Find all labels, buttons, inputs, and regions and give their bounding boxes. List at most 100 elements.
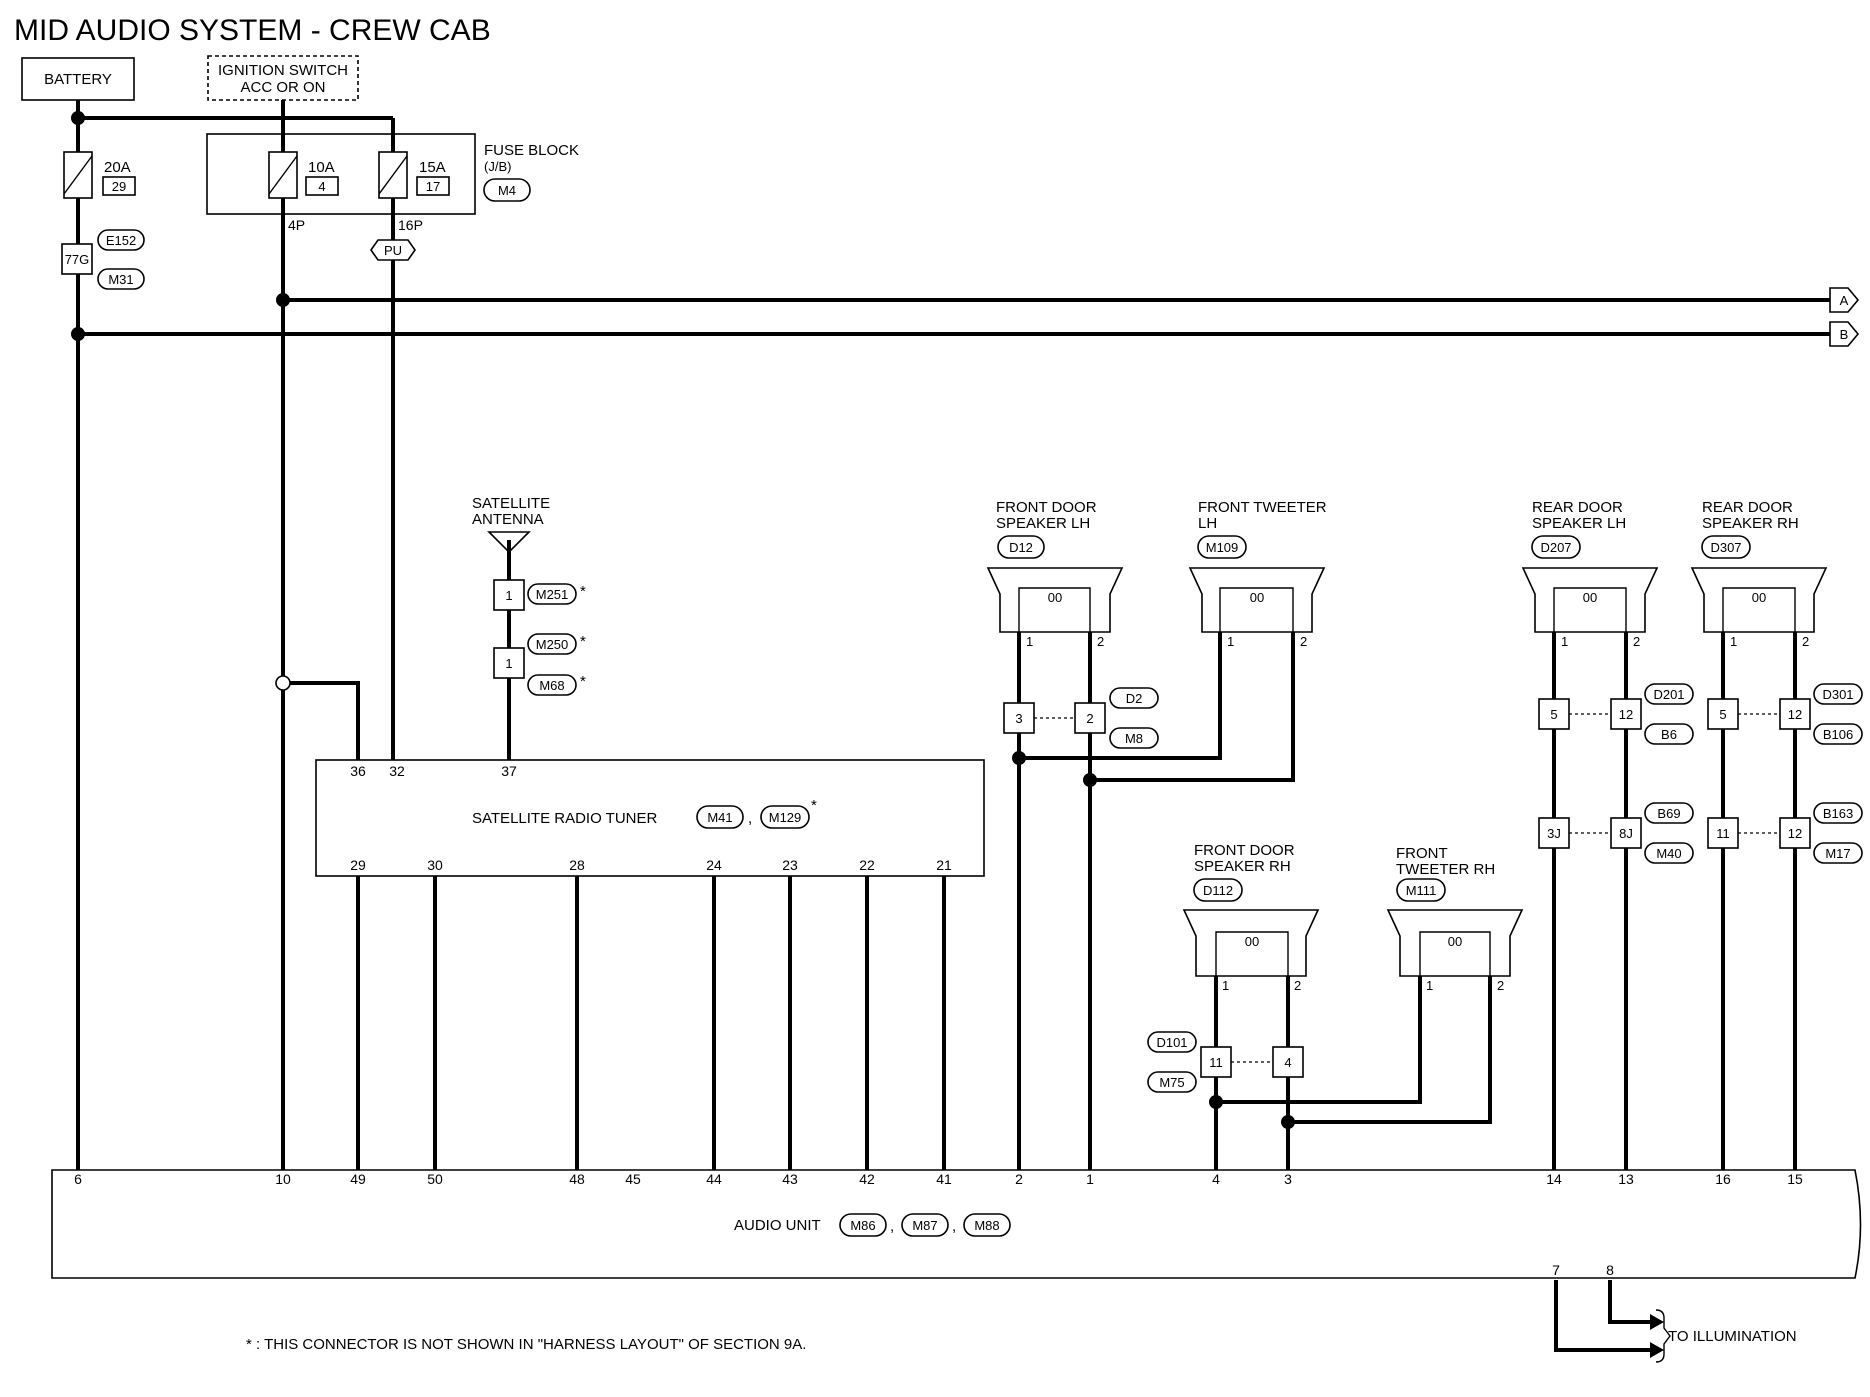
page-title: MID AUDIO SYSTEM - CREW CAB (14, 14, 491, 47)
audio-unit-pins: 6 10 49 50 48 45 44 43 42 41 2 1 4 3 14 … (74, 1171, 1803, 1187)
audio-pin-44: 44 (706, 1171, 722, 1187)
fuse-15a: 15A 17 (378, 151, 450, 199)
tuner-pin-22: 22 (859, 857, 875, 873)
fuse-block-jb: (J/B) (484, 159, 511, 174)
joint-conn-m31: M31 (108, 272, 133, 287)
tuner-pin-37: 37 (501, 763, 517, 779)
antenna-conn-m250: M250 (536, 637, 569, 652)
joint-rll-conn-top: B69 (1657, 806, 1680, 821)
antenna-label-line2: ANTENNA (472, 511, 544, 528)
joint-rru-conn-bottom: B106 (1823, 727, 1853, 742)
speaker-fr-symbol: 00 (1245, 934, 1259, 949)
speaker-ftl-conn: M109 (1206, 540, 1239, 555)
audio-unit-name: AUDIO UNIT (734, 1217, 821, 1234)
fuse-15a-num: 17 (426, 179, 440, 194)
antenna-icon (487, 531, 531, 554)
speaker-rr-conn: D307 (1710, 540, 1741, 555)
speaker-fl-icon (986, 567, 1124, 633)
joint-fr-conn-top: D101 (1156, 1035, 1187, 1050)
fuse-20a: 20A 29 (63, 151, 136, 199)
joint-rru-left: 5 (1719, 707, 1726, 722)
joint-rear-rh-lower: 11 12 B163 M17 (1707, 802, 1863, 864)
joint-rll-right: 8J (1619, 826, 1633, 841)
tuner-pin-24: 24 (706, 857, 722, 873)
speaker-rr-symbol: 00 (1752, 590, 1766, 605)
joint-rll-conn-bottom: M40 (1656, 846, 1681, 861)
tuner-pin-28: 28 (569, 857, 585, 873)
audio-conn-m87: M87 (912, 1218, 937, 1233)
joint-fl-right: 2 (1086, 711, 1093, 726)
antenna-star-a: * (580, 583, 586, 600)
speaker-ftr-conn: M111 (1406, 883, 1437, 898)
speaker-front-tweeter-lh: FRONT TWEETER LH M109 00 1 2 (1188, 499, 1327, 649)
tuner-pin-23: 23 (782, 857, 798, 873)
speaker-fr-line2: SPEAKER RH (1194, 858, 1291, 875)
tuner-pin-30: 30 (427, 857, 443, 873)
joint-rear-lh-upper: 5 12 D201 B6 (1538, 683, 1694, 745)
audio-pin-49: 49 (350, 1171, 366, 1187)
speaker-front-door-rh: FRONT DOOR SPEAKER RH D112 00 1 2 (1182, 842, 1320, 993)
brace-icon (1655, 1309, 1671, 1363)
footnote: * : THIS CONNECTOR IS NOT SHOWN IN "HARN… (246, 1336, 806, 1353)
ref-a-label: A (1840, 293, 1849, 308)
joint-rru-right: 12 (1788, 707, 1802, 722)
audio-pin-42: 42 (859, 1171, 875, 1187)
audio-pin-4: 4 (1212, 1171, 1220, 1187)
joint-rrl-left: 11 (1716, 826, 1730, 841)
joint-rrl-right: 12 (1788, 826, 1802, 841)
fuse-out-16p: 16P (398, 217, 423, 233)
joint-fl-conn-bottom: M8 (1125, 731, 1143, 746)
joint-fr-conn-bottom: M75 (1159, 1075, 1184, 1090)
speaker-rear-door-rh: REAR DOOR SPEAKER RH D307 00 1 2 (1690, 499, 1828, 649)
junction-dots (71, 111, 1295, 1129)
audio-conn-m86: M86 (850, 1218, 875, 1233)
tuner-conn-m41: M41 (707, 810, 732, 825)
ref-arrow-a: A (1829, 287, 1860, 313)
tuner-conn-m129: M129 (769, 810, 802, 825)
audio-pin-41: 41 (936, 1171, 952, 1187)
speaker-ftl-line1: FRONT TWEETER (1198, 499, 1327, 516)
speaker-fr-icon (1182, 909, 1320, 977)
fuse-out-4p: 4P (288, 217, 305, 233)
fuse-10a-num: 4 (318, 179, 325, 194)
audio-pin-8: 8 (1606, 1262, 1614, 1278)
audio-conn-sep-2: , (952, 1218, 956, 1235)
audio-pin-48: 48 (569, 1171, 585, 1187)
tuner-star: * (811, 797, 817, 814)
satellite-antenna: SATELLITE ANTENNA 1 M251 * 1 M250 * M68 … (472, 495, 586, 696)
arrow-icon (1650, 1342, 1664, 1358)
joint-conn-e152: E152 (106, 233, 136, 248)
joint-fl-conn-top: D2 (1126, 691, 1143, 706)
speaker-ftr-line1: FRONT (1396, 845, 1448, 862)
joint-fr-right: 4 (1284, 1055, 1291, 1070)
satellite-radio-tuner: 36 32 37 SATELLITE RADIO TUNER M41 , M12… (315, 759, 985, 877)
speaker-ftl-symbol: 00 (1250, 590, 1264, 605)
battery-joint-connector: 77G E152 M31 (61, 229, 145, 290)
joint-fl-left: 3 (1015, 711, 1022, 726)
battery-label: BATTERY (44, 71, 112, 88)
fuse-block-label: FUSE BLOCK (484, 142, 579, 159)
antenna-pin-b: 1 (505, 656, 512, 671)
speaker-rl-line2: SPEAKER LH (1532, 515, 1626, 532)
joint-rlu-right: 12 (1619, 707, 1633, 722)
ignition-switch-box: IGNITION SWITCH ACC OR ON (207, 55, 359, 101)
joint-front-rh: 11 4 D101 M75 (1147, 1031, 1304, 1093)
tuner-conn-sep: , (748, 810, 752, 827)
speaker-ftl-pin2: 2 (1300, 634, 1307, 649)
speaker-fl-pin2: 2 (1097, 634, 1104, 649)
fuse-15a-amp: 15A (419, 159, 446, 176)
speaker-ftl-icon (1188, 567, 1326, 633)
joint-fr-left: 11 (1209, 1055, 1223, 1070)
speaker-fr-conn: D112 (1203, 883, 1233, 898)
joint-front-lh: 3 2 D2 M8 (1003, 687, 1159, 749)
joint-rru-conn-top: D301 (1822, 687, 1853, 702)
arrow-icon (1650, 1314, 1664, 1330)
audio-pin-1: 1 (1086, 1171, 1094, 1187)
to-illumination: TO ILLUMINATION (1650, 1309, 1797, 1363)
tuner-pin-21: 21 (936, 857, 952, 873)
speaker-ftl-pin1: 1 (1227, 634, 1234, 649)
joint-rear-lh-lower: 3J 8J B69 M40 (1538, 802, 1694, 864)
joint-rrl-conn-top: B163 (1823, 806, 1853, 821)
tuner-name: SATELLITE RADIO TUNER (472, 810, 657, 827)
